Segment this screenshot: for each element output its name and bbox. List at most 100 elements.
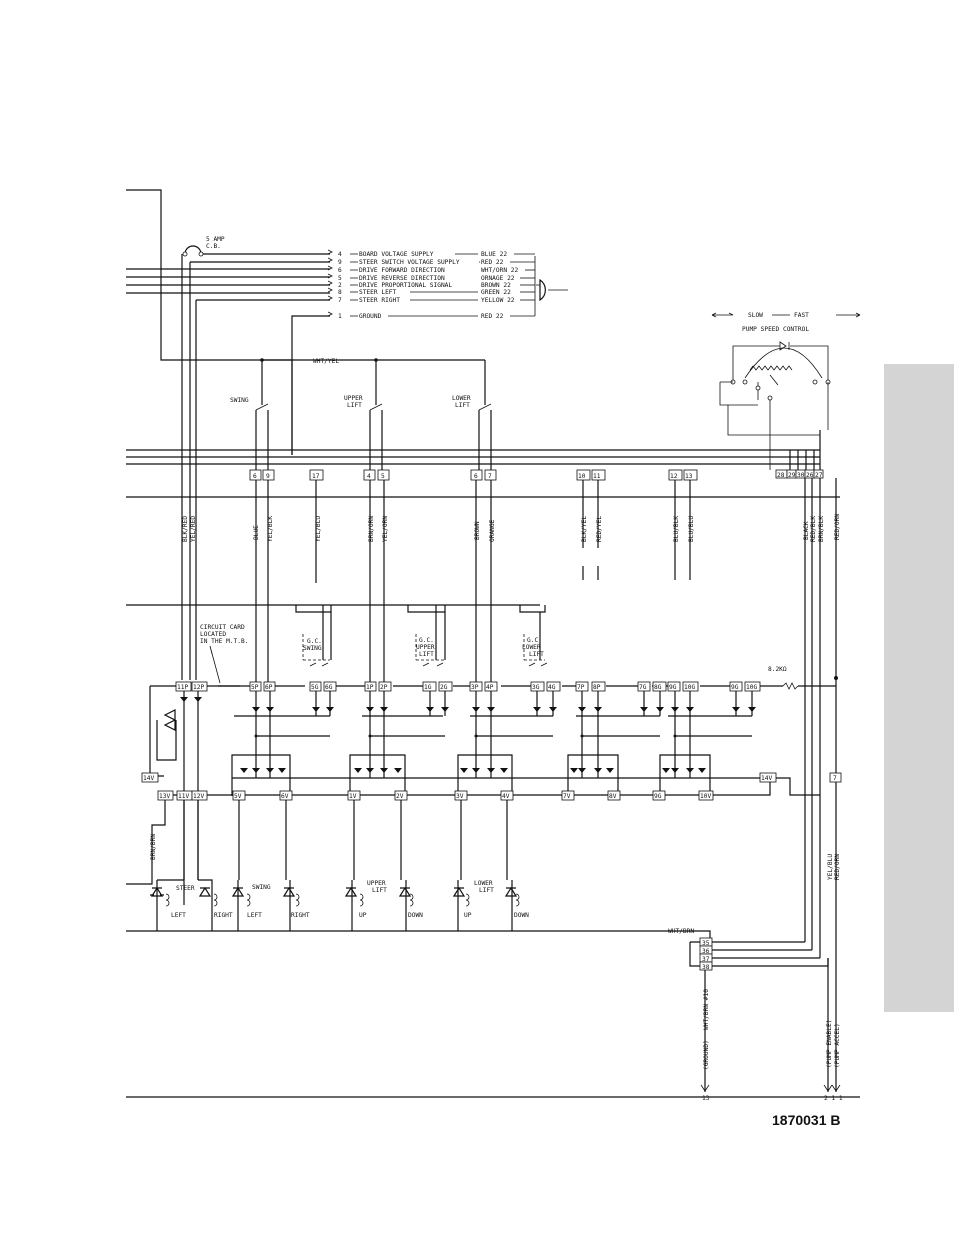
- svg-text:RIGHT: RIGHT: [291, 912, 310, 919]
- svg-text:RED/BLK: RED/BLK: [810, 516, 817, 542]
- svg-text:DRIVE FORWARD DIRECTION: DRIVE FORWARD DIRECTION: [359, 267, 445, 274]
- svg-text:(PUMP ACCEL): (PUMP ACCEL): [834, 1023, 841, 1068]
- svg-text:3P: 3P: [471, 684, 479, 691]
- svg-text:GROUND: GROUND: [359, 313, 382, 320]
- svg-text:17: 17: [312, 473, 320, 480]
- svg-text:YEL/BLU: YEL/BLU: [827, 854, 834, 880]
- svg-text:DRIVE REVERSE DIRECTION: DRIVE REVERSE DIRECTION: [359, 275, 445, 282]
- svg-text:13V: 13V: [159, 793, 170, 800]
- svg-text:12V: 12V: [193, 793, 204, 800]
- svg-text:LOWER: LOWER: [452, 395, 471, 402]
- svg-text:6: 6: [253, 473, 257, 480]
- swing-switch-label: SWING: [230, 397, 249, 404]
- svg-text:UPPER: UPPER: [344, 395, 363, 402]
- common-wire-label: WHT/YEL: [313, 358, 339, 365]
- svg-text:5: 5: [381, 473, 385, 480]
- svg-text:LOWER: LOWER: [474, 880, 493, 887]
- svg-text:5: 5: [338, 275, 342, 282]
- svg-text:BOARD VOLTAGE SUPPLY: BOARD VOLTAGE SUPPLY: [359, 251, 434, 258]
- svg-text:7G: 7G: [639, 684, 647, 691]
- svg-text:12: 12: [670, 473, 678, 480]
- svg-text:7V: 7V: [563, 793, 571, 800]
- svg-text:8P: 8P: [593, 684, 601, 691]
- svg-text:7: 7: [488, 473, 492, 480]
- svg-text:BRN/BRN: BRN/BRN: [150, 834, 157, 860]
- svg-text:BLUE 22: BLUE 22: [481, 251, 507, 258]
- svg-text:DRIVE PROPORTIONAL SIGNAL: DRIVE PROPORTIONAL SIGNAL: [359, 282, 452, 289]
- svg-text:STEER LEFT: STEER LEFT: [359, 289, 397, 296]
- svg-text:CIRCUIT CARD: CIRCUIT CARD: [200, 624, 245, 631]
- svg-text:(PUMP ENABLE): (PUMP ENABLE): [826, 1020, 833, 1068]
- svg-text:6: 6: [474, 473, 478, 480]
- svg-text:9G: 9G: [731, 684, 739, 691]
- svg-text:YELLOW 22: YELLOW 22: [481, 297, 515, 304]
- svg-text:27: 27: [815, 472, 823, 479]
- svg-text:UPPER: UPPER: [367, 880, 386, 887]
- svg-text:4: 4: [338, 251, 342, 258]
- svg-text:10G: 10G: [746, 684, 757, 691]
- svg-text:BRN/ORN: BRN/ORN: [368, 516, 375, 542]
- svg-text:LIFT: LIFT: [529, 651, 544, 658]
- svg-text:G.C.: G.C.: [419, 637, 434, 644]
- svg-text:LEFT: LEFT: [247, 912, 262, 919]
- coil-symbols: [150, 886, 520, 907]
- breaker-rating: 5 AMP: [206, 236, 225, 243]
- svg-text:UP: UP: [359, 912, 367, 919]
- svg-text:10G: 10G: [684, 684, 695, 691]
- svg-text:SWING: SWING: [252, 884, 271, 891]
- svg-text:4V: 4V: [502, 793, 510, 800]
- svg-text:13: 13: [685, 473, 693, 480]
- svg-text:7P: 7P: [577, 684, 585, 691]
- svg-text:YEL/BLU: YEL/BLU: [315, 516, 322, 542]
- svg-text:9: 9: [266, 473, 270, 480]
- svg-text:3V: 3V: [456, 793, 464, 800]
- svg-text:13: 13: [702, 1095, 710, 1102]
- svg-text:5V: 5V: [234, 793, 242, 800]
- svg-text:7: 7: [338, 297, 342, 304]
- svg-text:9G: 9G: [654, 793, 662, 800]
- svg-text:BLUE: BLUE: [253, 525, 260, 540]
- svg-text:14V: 14V: [761, 775, 772, 782]
- svg-text:10V: 10V: [700, 793, 711, 800]
- document-number: 1870031 B: [772, 1112, 841, 1128]
- svg-text:BLU/BLU: BLU/BLU: [688, 516, 695, 542]
- svg-text:30: 30: [797, 472, 805, 479]
- svg-text:9G: 9G: [669, 684, 677, 691]
- svg-text:37: 37: [702, 956, 710, 963]
- top-pin-boxes: 6 9 17 4 5 6 7 10 11 12 13 28 29 30 26 2…: [249, 469, 824, 481]
- svg-text:RED 22: RED 22: [481, 313, 504, 320]
- svg-text:36: 36: [702, 948, 710, 955]
- svg-text:4: 4: [367, 473, 371, 480]
- svg-text:G.C.: G.C.: [527, 637, 542, 644]
- svg-text:DOWN: DOWN: [408, 912, 423, 919]
- svg-text:28: 28: [777, 472, 785, 479]
- svg-text:STEER: STEER: [176, 885, 195, 892]
- svg-text:29: 29: [788, 472, 796, 479]
- svg-text:2: 2: [338, 282, 342, 289]
- svg-text:8V: 8V: [609, 793, 617, 800]
- svg-text:9: 9: [338, 259, 342, 266]
- harness-wires: [255, 478, 837, 1092]
- svg-text:BLK/YEL: BLK/YEL: [581, 516, 588, 542]
- svg-text:1: 1: [338, 313, 342, 320]
- connector-rows: 4 BOARD VOLTAGE SUPPLY BLUE 22 9 STEER SWIT…: [327, 249, 535, 320]
- svg-text:BLACK: BLACK: [803, 521, 810, 540]
- svg-text:(GROUND): (GROUND): [703, 1040, 710, 1070]
- svg-text:STEER SWITCH VOLTAGE SUPPLY: STEER SWITCH VOLTAGE SUPPLY: [359, 259, 460, 266]
- circuit-breaker: 5 AMP C.B.: [181, 236, 330, 680]
- svg-text:35: 35: [702, 940, 710, 947]
- svg-text:ORNAGE 22: ORNAGE 22: [481, 275, 515, 282]
- svg-text:GREEN 22: GREEN 22: [481, 289, 511, 296]
- svg-text:1V: 1V: [349, 793, 357, 800]
- svg-text:YEL/BLK: YEL/BLK: [267, 516, 274, 542]
- svg-text:BLU/BLK: BLU/BLK: [673, 516, 680, 542]
- svg-text:LIFT: LIFT: [347, 402, 362, 409]
- svg-text:2 1 1: 2 1 1: [824, 1095, 843, 1102]
- svg-text:RED/YEL: RED/YEL: [596, 516, 603, 542]
- svg-text:IN THE M.T.B.: IN THE M.T.B.: [200, 638, 248, 645]
- svg-text:8G: 8G: [654, 684, 662, 691]
- svg-text:YEL/ORN: YEL/ORN: [382, 516, 389, 542]
- circuit-card-buses: 8.2KΩ: [149, 666, 838, 796]
- svg-text:11P: 11P: [177, 684, 188, 691]
- svg-text:2V: 2V: [396, 793, 404, 800]
